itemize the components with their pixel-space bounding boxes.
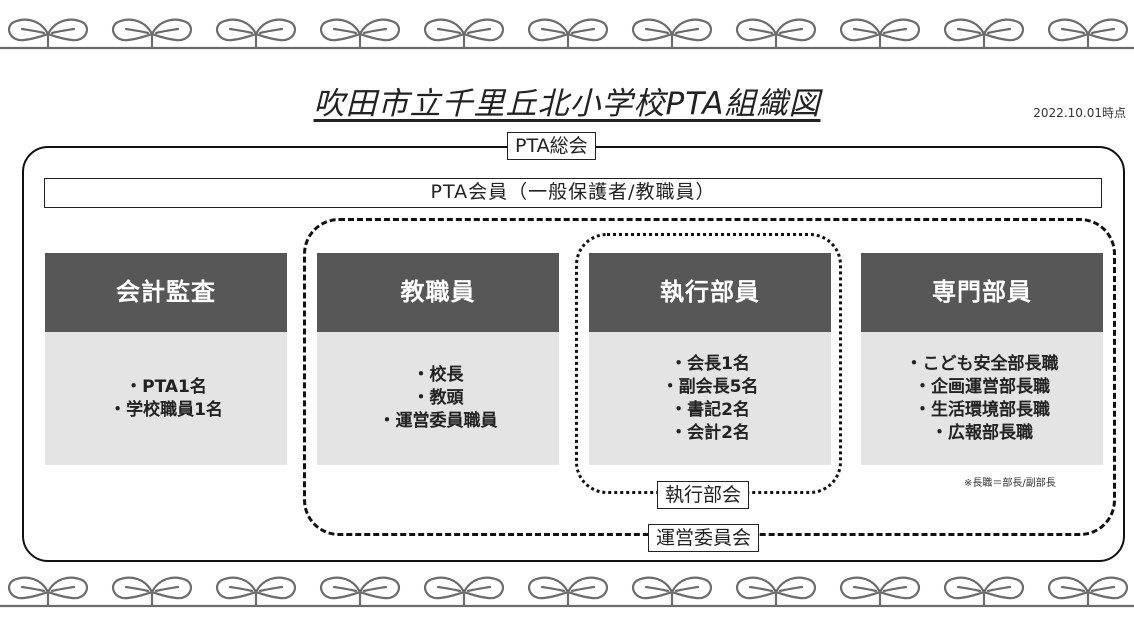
sprout-icon [7, 18, 89, 50]
card-specialist: 専門部員 ・こども安全部長職 ・企画運営部長職 ・生活環境部長職 ・広報部長職 [861, 253, 1103, 465]
card-item: ・広報部長職 [931, 422, 1033, 443]
card-item: ・こども安全部長職 [905, 353, 1059, 374]
sprout-icon [839, 576, 921, 608]
card-item: ・副会長5名 [661, 376, 759, 397]
card-body: ・校長 ・教頭 ・運営委員職員 [317, 332, 559, 465]
sprout-icon [215, 18, 297, 50]
sprout-icon [423, 576, 505, 608]
card-heading: 専門部員 [861, 253, 1103, 332]
sprout-icon [111, 18, 193, 50]
sprout-icon [319, 576, 401, 608]
card-body: ・会長1名 ・副会長5名 ・書記2名 ・会計2名 [589, 332, 831, 465]
sprout-icon [735, 18, 817, 50]
sprout-icon [111, 576, 193, 608]
card-item: ・生活環境部長職 [914, 399, 1050, 420]
card-heading: 教職員 [317, 253, 559, 332]
card-item: ・校長 [412, 365, 464, 385]
sprout-icon [527, 576, 609, 608]
general-assembly-label: PTA総会 [507, 132, 596, 160]
footnote: ※長職＝部長/副部長 [964, 478, 1056, 489]
sprout-border-graphic [0, 18, 1134, 50]
bottom-sprout-border [0, 568, 1134, 614]
sprout-icon [319, 18, 401, 50]
members-bar: PTA会員（一般保護者/教職員） [44, 178, 1102, 208]
sprout-icon [631, 576, 713, 608]
sprout-icon [423, 18, 505, 50]
card-item: ・会計2名 [670, 422, 750, 443]
card-body: ・PTA1名 ・学校職員1名 [45, 332, 287, 465]
sprout-icon [1047, 18, 1129, 50]
executive-council-label: 執行部会 [657, 481, 750, 509]
card-staff: 教職員 ・校長 ・教頭 ・運営委員職員 [317, 253, 559, 465]
page-title: 吹田市立千里丘北小学校PTA組織図 [313, 86, 821, 122]
sprout-icon [839, 18, 921, 50]
sprout-icon [943, 576, 1025, 608]
card-heading: 執行部員 [589, 253, 831, 332]
sprout-border-graphic [0, 576, 1134, 608]
steering-committee-label: 運営委員会 [648, 524, 760, 552]
card-item: ・企画運営部長職 [914, 376, 1050, 397]
card-item: ・PTA1名 [125, 376, 207, 397]
card-body: ・こども安全部長職 ・企画運営部長職 ・生活環境部長職 ・広報部長職 [861, 332, 1103, 465]
card-item: ・会長1名 [670, 353, 750, 374]
card-item: ・教頭 [412, 388, 464, 408]
top-sprout-border [0, 10, 1134, 56]
card-item: ・書記2名 [670, 399, 750, 420]
card-executive: 執行部員 ・会長1名 ・副会長5名 ・書記2名 ・会計2名 [589, 253, 831, 465]
card-audit: 会計監査 ・PTA1名 ・学校職員1名 [45, 253, 287, 465]
sprout-icon [527, 18, 609, 50]
sprout-icon [7, 576, 89, 608]
sprout-icon [735, 576, 817, 608]
card-item: ・運営委員職員 [378, 411, 498, 431]
card-heading: 会計監査 [45, 253, 287, 332]
sprout-icon [943, 18, 1025, 50]
date-stamp: 2022.10.01時点 [1033, 106, 1126, 120]
card-item: ・学校職員1名 [109, 399, 223, 420]
sprout-icon [1047, 576, 1129, 608]
sprout-icon [631, 18, 713, 50]
sprout-icon [215, 576, 297, 608]
